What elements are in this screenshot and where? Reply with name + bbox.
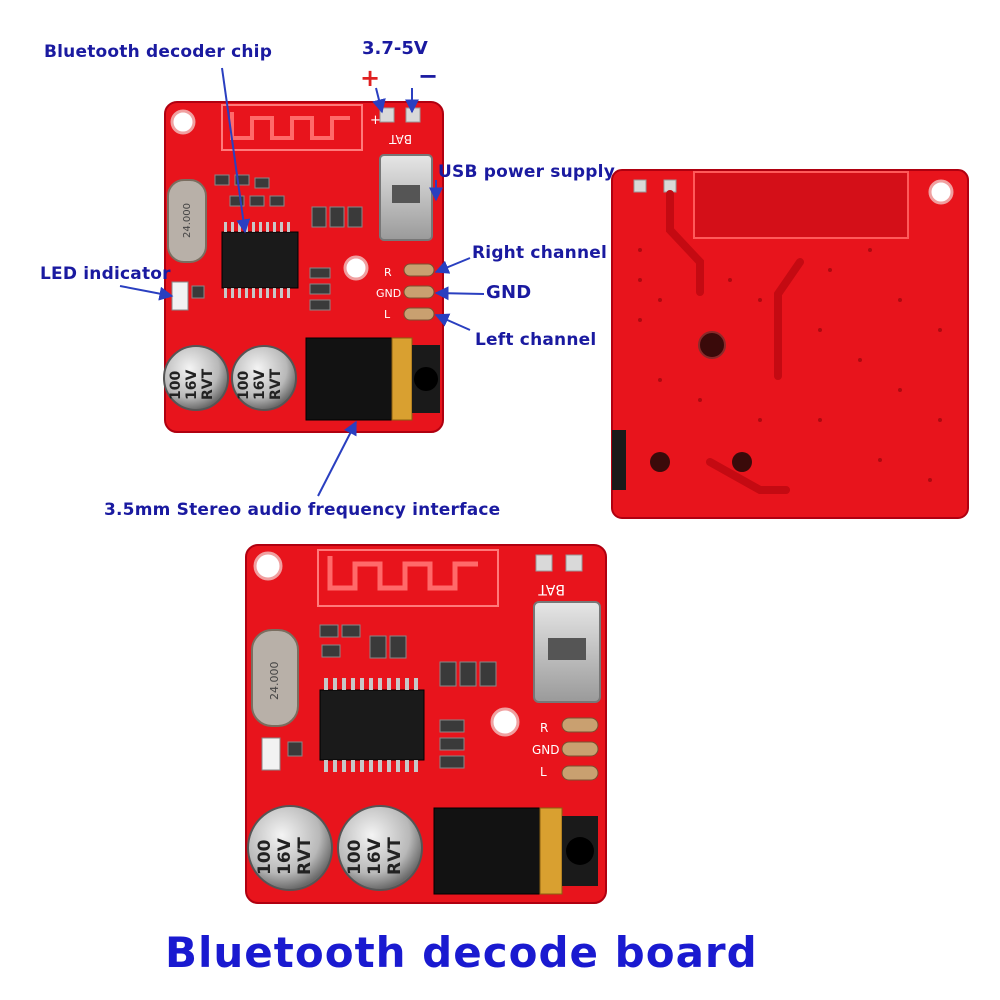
audio-jack: [305, 337, 401, 421]
label-left-channel: Left channel: [475, 330, 597, 350]
silkscreen-l: L: [384, 308, 391, 321]
label-usb-power: USB power supply: [438, 162, 615, 182]
annotation-arrows: [119, 67, 485, 497]
label-voltage: 3.7-5V: [362, 38, 428, 59]
cap-text-line1: 100: [345, 839, 365, 875]
capacitor-1: 100 16V RVT: [247, 805, 333, 891]
pad-left: [403, 307, 435, 321]
mounting-hole: [928, 179, 954, 205]
pad-left: [561, 765, 599, 781]
cap-text-line3: RVT: [385, 837, 405, 875]
silkscreen-gnd: GND: [376, 287, 401, 300]
cap-text-line2: 16V: [275, 837, 295, 875]
silkscreen-l: L: [540, 765, 547, 779]
page-title: Bluetooth decode board: [165, 928, 758, 977]
silkscreen-crystal: 24.000: [268, 662, 281, 701]
silkscreen-crystal: 24.000: [182, 203, 193, 238]
front-board-bottom: BAT 24.000 R GND L 100 16V RVT: [245, 544, 607, 904]
capacitor-2: 100 16V RVT: [337, 805, 423, 891]
crystal-oscillator: [251, 629, 299, 727]
led: [261, 737, 281, 771]
silkscreen-bat: BAT: [388, 132, 412, 146]
pad-gnd: [561, 741, 599, 757]
mounting-hole: [253, 551, 283, 581]
cap-text-line1: 100: [255, 839, 275, 875]
label-plus: +: [360, 64, 381, 92]
pcb-antenna: [230, 112, 350, 140]
label-minus: −: [418, 62, 439, 90]
cap-text-line3: RVT: [268, 368, 284, 400]
capacitor-2: 100 16V RVT: [231, 345, 297, 411]
cap-text-line2: 16V: [365, 837, 385, 875]
silkscreen-bat: BAT: [538, 581, 565, 597]
capacitor-1: 100 16V RVT: [163, 345, 229, 411]
pcb-antenna: [327, 556, 478, 591]
back-board: [611, 169, 969, 519]
label-gnd: GND: [486, 282, 532, 303]
led: [171, 281, 189, 311]
label-led-indicator: LED indicator: [40, 264, 171, 284]
pad-right: [561, 717, 599, 733]
audio-jack: [433, 807, 549, 895]
label-right-channel: Right channel: [472, 243, 608, 263]
pad-gnd: [403, 285, 435, 299]
silkscreen-r: R: [540, 721, 548, 735]
cap-text-line2: 16V: [184, 370, 200, 400]
cap-text-line3: RVT: [200, 368, 216, 400]
label-decoder-chip: Bluetooth decoder chip: [44, 42, 273, 62]
cap-text-line2: 16V: [252, 370, 268, 400]
decoder-chip: [319, 689, 425, 761]
decoder-chip: [221, 231, 299, 289]
silkscreen-bat-plus: +: [370, 113, 381, 128]
mounting-hole: [170, 109, 196, 135]
pad-right: [403, 263, 435, 277]
cap-text-line3: RVT: [295, 837, 315, 875]
cap-text-line1: 100: [236, 371, 252, 400]
crystal-oscillator: [167, 179, 207, 263]
cap-text-line1: 100: [168, 371, 184, 400]
silkscreen-r: R: [384, 266, 392, 279]
front-board-annotated: BAT + 24.000 R GND L: [163, 101, 444, 433]
label-audio-interface: 3.5mm Stereo audio frequency interface: [104, 500, 501, 520]
silkscreen-gnd: GND: [532, 743, 560, 757]
